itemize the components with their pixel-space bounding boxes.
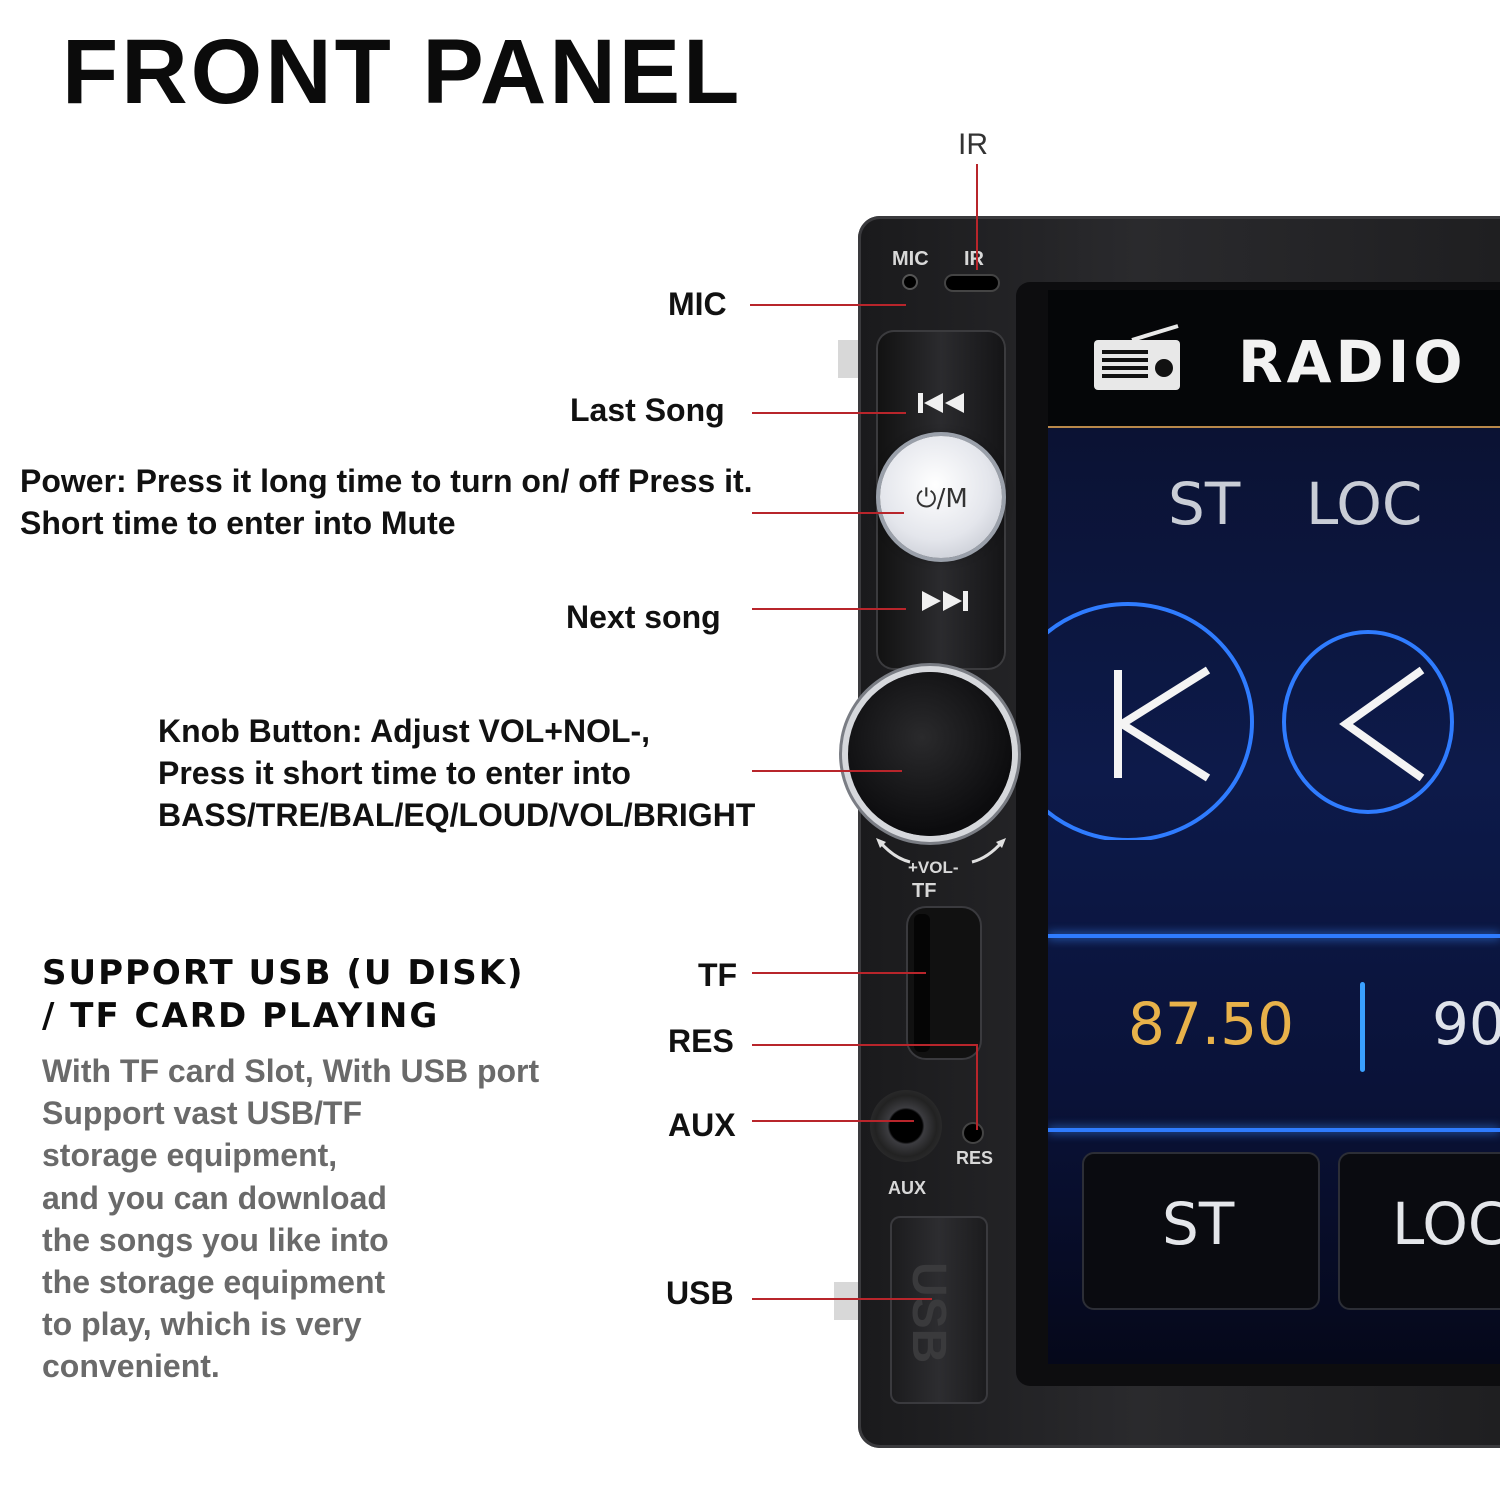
support-desc-line: the storage equipment [42, 1264, 386, 1301]
callout-knob-line3: BASS/TRE/BAL/EQ/LOUD/VOL/BRIGHT [158, 797, 756, 833]
st-button[interactable] [1082, 1152, 1320, 1310]
st-button-label: ST [1162, 1190, 1235, 1258]
support-description: With TF card Slot, With USB port Support… [42, 1050, 539, 1388]
device-res-label: RES [956, 1148, 994, 1168]
power-mute-button[interactable] [880, 436, 1002, 558]
page-title: FRONT PANEL [62, 21, 743, 123]
device-mic-label: MIC [892, 248, 929, 270]
tune-back-icon[interactable] [1338, 666, 1428, 782]
callout-aux: AUX [668, 1107, 736, 1143]
volume-arc-icon [876, 838, 1006, 864]
callout-line-ir [976, 164, 978, 270]
callout-line-res [752, 1044, 978, 1046]
callout-knob-line1: Knob Button: Adjust VOL+NOL-, [158, 713, 651, 749]
next-track-icon[interactable] [918, 588, 970, 614]
callout-knob-line2: Press it short time to enter into [158, 755, 631, 791]
callout-power-line2: Short time to enter into Mute [20, 505, 456, 541]
device-aux-label: AUX [888, 1178, 927, 1198]
display-screen: RADIO ST LOC 87.50 90 ST LOC [1048, 290, 1500, 1364]
frequency-current[interactable]: 87.50 [1128, 990, 1295, 1058]
callout-next-song: Next song [566, 599, 721, 635]
callout-line-next-song [752, 608, 906, 610]
mic-hole [904, 276, 916, 288]
device-usb-label: USB [902, 1262, 955, 1364]
device-ir-label: IR [964, 248, 984, 270]
device-tf-label: TF [912, 880, 937, 902]
radio-icon [1094, 324, 1180, 390]
callout-tf: TF [698, 957, 738, 993]
support-title-line1: SUPPORT USB (U DISK) [42, 953, 525, 993]
support-desc-line: and you can download [42, 1179, 387, 1216]
previous-track-icon[interactable] [916, 390, 968, 416]
callout-mic: MIC [668, 286, 727, 322]
callout-line-knob [752, 770, 902, 772]
screen-loc-indicator: LOC [1306, 470, 1423, 538]
callout-line-power [752, 512, 904, 514]
aux-jack[interactable] [870, 1090, 942, 1162]
support-desc-line: With TF card Slot, With USB port [42, 1053, 540, 1089]
support-desc-line: Support vast USB/TF [42, 1095, 363, 1132]
callout-line-usb [752, 1298, 932, 1300]
callout-res: RES [668, 1023, 734, 1059]
mount-clip [838, 340, 860, 378]
loc-button[interactable] [1338, 1152, 1500, 1310]
support-desc-line: storage equipment, [42, 1137, 338, 1174]
callout-last-song: Last Song [570, 392, 725, 428]
screen-band-line [1048, 934, 1500, 938]
callout-line-res-drop [976, 1044, 978, 1130]
support-title-line2: / TF CARD PLAYING [42, 996, 440, 1036]
usb-port[interactable] [890, 1216, 988, 1404]
volume-knob[interactable] [848, 672, 1012, 836]
callout-usb: USB [666, 1275, 734, 1311]
mount-clip [834, 1282, 860, 1320]
ir-sensor [946, 276, 998, 290]
support-title: SUPPORT USB (U DISK) / TF CARD PLAYING [42, 952, 525, 1038]
screen-st-indicator: ST [1168, 470, 1241, 538]
frequency-next[interactable]: 90 [1432, 990, 1500, 1058]
screen-band-line [1048, 1128, 1500, 1132]
screen-header-title: RADIO [1238, 328, 1467, 396]
support-desc-line: to play, which is very [42, 1306, 362, 1343]
callout-line-mic [750, 304, 906, 306]
power-button-label: ⏻/M [916, 484, 968, 514]
support-desc-line: the songs you like into [42, 1221, 389, 1258]
tf-slot-opening [914, 914, 930, 1052]
callout-power-line1: Power: Press it long time to turn on/ of… [20, 463, 753, 499]
device-vol-label: +VOL- [908, 858, 959, 877]
loc-button-label: LOC [1392, 1190, 1500, 1258]
frequency-divider [1360, 982, 1365, 1072]
seek-back-icon[interactable] [1108, 666, 1218, 782]
callout-line-tf [752, 972, 926, 974]
callout-line-aux [752, 1120, 914, 1122]
reset-button[interactable] [964, 1124, 982, 1142]
seek-controls [1048, 602, 1454, 840]
callout-line-last-song [752, 412, 906, 414]
support-desc-line: convenient. [42, 1348, 220, 1385]
callout-ir: IR [958, 128, 988, 161]
